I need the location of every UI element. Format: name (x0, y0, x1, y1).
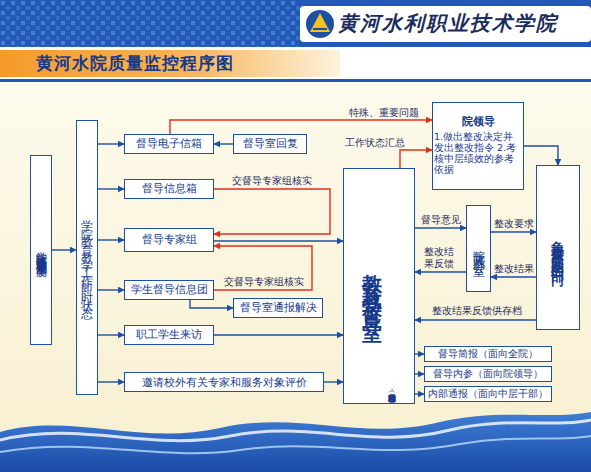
node-note: 1.做出整改决定并发出整改指令 2.考核中层绩效的参考依据 (434, 132, 522, 176)
node-label: 职工学生来访 (136, 329, 202, 342)
connector-arrow (400, 150, 432, 168)
node-label: 负责整改问题的部门 (552, 230, 565, 266)
node-label: 督导专家组 (142, 234, 197, 247)
process-box: 职工学生来访 (124, 325, 214, 345)
vertical-process-box: 学院教育教学工作即时状态 (76, 120, 98, 395)
bottom-wave (0, 412, 591, 472)
edge-label: 整改结果 (493, 263, 535, 275)
connector-arrow (98, 289, 124, 290)
logo-emblem-mark (310, 13, 330, 32)
wave-line (0, 436, 591, 453)
connector-arrow (98, 239, 124, 240)
connector-arrow (98, 188, 124, 189)
edge-label: 整改结果反馈供存档 (420, 305, 534, 317)
logo-emblem (306, 10, 334, 38)
node-label: 学生督导信息团 (131, 284, 208, 297)
process-box: 邀请校外有关专家和服务对象评价 (124, 372, 324, 392)
edge-label: 特殊、重要问题 (340, 107, 428, 119)
edge-label: 整改要求 (493, 218, 535, 230)
node-label: 院党政办公室 (473, 240, 485, 258)
wave-line (0, 420, 591, 441)
diagram-title: 黄河水院质量监控程序图 (36, 52, 234, 75)
node-label: 学院教育教学工作即时状态 (81, 210, 93, 306)
connector-arrow (491, 231, 536, 232)
process-box: 教育教学督导室 （对督导发现的问题立卷，对整改结果存档） (343, 168, 415, 404)
process-box: 督导内参（面向院领导） (424, 366, 552, 382)
edge-label: 交督导专家组核实 (218, 276, 310, 288)
logo-plate (300, 6, 591, 42)
edge-label: 工作状态汇总 (335, 137, 415, 149)
process-box: 督导信息箱 (124, 179, 214, 199)
node-label: 督导简报（面向全院） (438, 349, 538, 360)
process-box: 督导室回复 (233, 134, 307, 154)
node-label: 院领导 (462, 116, 495, 129)
logo-text: 黄河水利职业技术学院 (338, 10, 558, 37)
node-label: 邀请校外有关专家和服务对象评价 (142, 376, 307, 388)
edge-label: 督导意见 (418, 214, 464, 226)
connector-arrow (214, 189, 330, 234)
process-box: 院领导 1.做出整改决定并发出整改指令 2.考核中层绩效的参考依据 (432, 102, 524, 190)
header-band (0, 0, 591, 47)
connector-arrow (214, 143, 233, 144)
node-note: （对督导发现的问题立卷，对整改结果存档） (388, 388, 396, 396)
connector-arrow (415, 319, 536, 320)
connector-arrow (98, 143, 124, 144)
logo-emblem-line (313, 28, 327, 30)
connector-arrow (214, 240, 343, 241)
connector-arrow (415, 271, 466, 272)
node-label: 督导内参（面向院领导） (433, 369, 543, 380)
connector-arrow (415, 227, 466, 228)
connector-arrow (214, 334, 343, 335)
process-box: 督导室通报解决 (233, 298, 323, 318)
node-label: 教育教学督导室 (362, 258, 382, 314)
vertical-process-box: 学院标准体系中相关标准规章制度 (30, 155, 52, 345)
node-label: 督导电子信箱 (136, 138, 202, 151)
node-label: 督导室回复 (243, 138, 298, 151)
process-box: 内部通报（面向中层干部） (424, 386, 552, 402)
connector-arrow (415, 393, 424, 394)
connector-arrow (324, 381, 343, 382)
connector-arrow (214, 246, 312, 290)
connector-arrow (98, 334, 124, 335)
process-box: 督导电子信箱 (124, 134, 214, 154)
title-rule (0, 79, 591, 82)
node-label: 督导信息箱 (142, 183, 197, 196)
process-box: 学生督导信息团 (124, 280, 214, 300)
node-label: 内部通报（面向中层干部） (428, 389, 548, 400)
process-box: 督导专家组 (124, 228, 214, 252)
connector-arrow (52, 249, 76, 250)
vertical-process-box: 院党政办公室 (466, 205, 491, 292)
connector-arrow (415, 373, 424, 374)
edge-label: 整改结果反馈 (422, 246, 456, 270)
node-label: 学院标准体系中相关标准规章制度 (36, 243, 47, 258)
title-band (0, 48, 591, 79)
connector-arrow (190, 300, 233, 308)
connector-arrow (170, 120, 432, 134)
process-box: 督导简报（面向全院） (424, 346, 552, 362)
header-pattern (0, 0, 300, 47)
connector-arrow (524, 146, 558, 165)
connector-arrow (491, 276, 536, 277)
node-label: 督导室通报解决 (240, 302, 317, 315)
connector-arrow (98, 381, 124, 382)
vertical-process-box: 负责整改问题的部门 (536, 165, 580, 330)
edge-label: 交督导专家组核实 (222, 175, 322, 187)
title-orange-band (0, 50, 340, 77)
connector-arrow (415, 353, 424, 354)
